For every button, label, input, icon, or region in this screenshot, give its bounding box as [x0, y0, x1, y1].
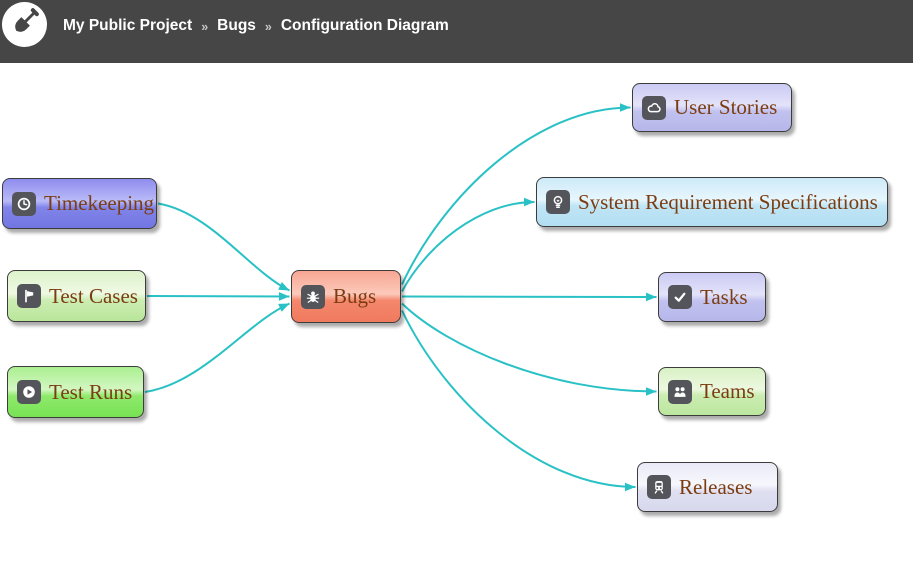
- node-test-runs[interactable]: Test Runs: [7, 366, 144, 418]
- edge-bugs-releases: [401, 310, 636, 492]
- node-label: Releases: [679, 474, 753, 499]
- node-bugs[interactable]: Bugs: [291, 270, 401, 323]
- breadcrumb-separator: »: [264, 19, 272, 34]
- train-icon: [647, 475, 671, 499]
- node-label: Timekeeping: [44, 191, 155, 215]
- edge-bugs-user-stories: [401, 103, 631, 285]
- node-label: Tasks: [700, 284, 748, 309]
- edge-bugs-tasks: [401, 292, 657, 302]
- header-bar: My Public Project » Bugs » Configuration Dia…: [0, 0, 913, 63]
- edge-bugs-srs: [401, 197, 535, 292]
- flag-icon: [17, 284, 41, 308]
- check-icon: [668, 285, 692, 309]
- breadcrumb-item-bugs[interactable]: Bugs: [217, 16, 256, 34]
- edge-test-cases-bugs: [146, 292, 290, 301]
- breadcrumb-item-configuration-diagram: Configuration Diagram: [280, 16, 449, 34]
- team-icon: [668, 379, 692, 404]
- node-test-cases[interactable]: Test Cases: [7, 270, 146, 322]
- breadcrumb-separator: »: [201, 19, 209, 34]
- node-srs[interactable]: System Requirement Specifications: [536, 177, 888, 227]
- node-releases[interactable]: Releases: [637, 462, 778, 512]
- breadcrumb: My Public Project » Bugs » Configuration Dia…: [63, 0, 449, 51]
- node-label: System Requirement Specifications: [578, 189, 878, 214]
- bulb-icon: [546, 190, 570, 214]
- edge-layer: [144, 103, 657, 492]
- node-tasks[interactable]: Tasks: [658, 272, 766, 322]
- edge-bugs-teams: [401, 302, 657, 396]
- node-label: Teams: [700, 379, 755, 403]
- node-teams[interactable]: Teams: [658, 367, 766, 416]
- node-label: Test Runs: [49, 379, 133, 404]
- edge-test-runs-bugs: [144, 302, 290, 393]
- edge-timekeeping-bugs: [157, 202, 290, 292]
- cloud-icon: [642, 95, 666, 120]
- node-user-stories[interactable]: User Stories: [632, 83, 792, 132]
- play-icon: [17, 380, 41, 404]
- app-logo[interactable]: [2, 2, 47, 47]
- clock-icon: [12, 191, 36, 216]
- breadcrumb-item-my-public-project[interactable]: My Public Project: [63, 16, 193, 34]
- bug-icon: [301, 284, 325, 309]
- node-label: Test Cases: [49, 283, 138, 308]
- node-timekeeping[interactable]: Timekeeping: [2, 178, 157, 229]
- shovel-icon: [8, 5, 42, 44]
- node-label: Bugs: [333, 284, 377, 308]
- node-label: User Stories: [674, 95, 778, 119]
